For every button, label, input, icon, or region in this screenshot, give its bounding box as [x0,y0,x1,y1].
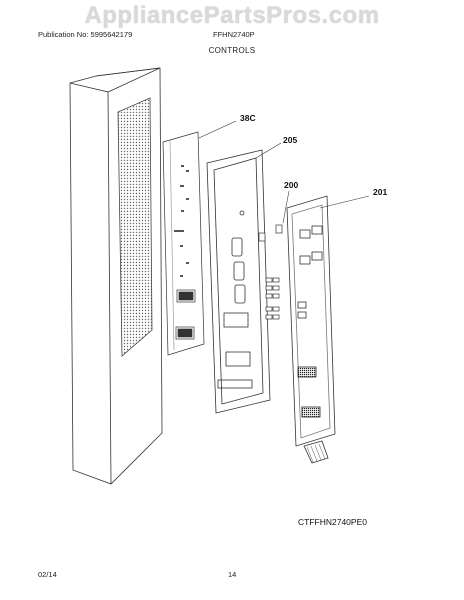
leader-lines [198,120,370,224]
door-column [69,67,163,485]
footer-date: 02/14 [38,570,57,579]
control-overlay-201 [286,195,336,464]
page-number: 14 [228,570,237,579]
publication-number: Publication No: 5995642179 [38,30,133,39]
callout-201: 201 [373,187,387,197]
control-housing-205 [206,149,271,414]
callout-38c: 38C [240,113,256,123]
control-board-38c [162,131,205,356]
section-title: CONTROLS [208,46,256,55]
diagram-code: CTFFHN2740PE0 [298,517,367,527]
button-set-200 [258,224,283,320]
callout-205: 205 [283,135,297,145]
model-number: FFHN2740P [213,30,255,39]
watermark-logo: AppliancePartsPros.com [84,2,380,29]
callout-200: 200 [284,180,298,190]
